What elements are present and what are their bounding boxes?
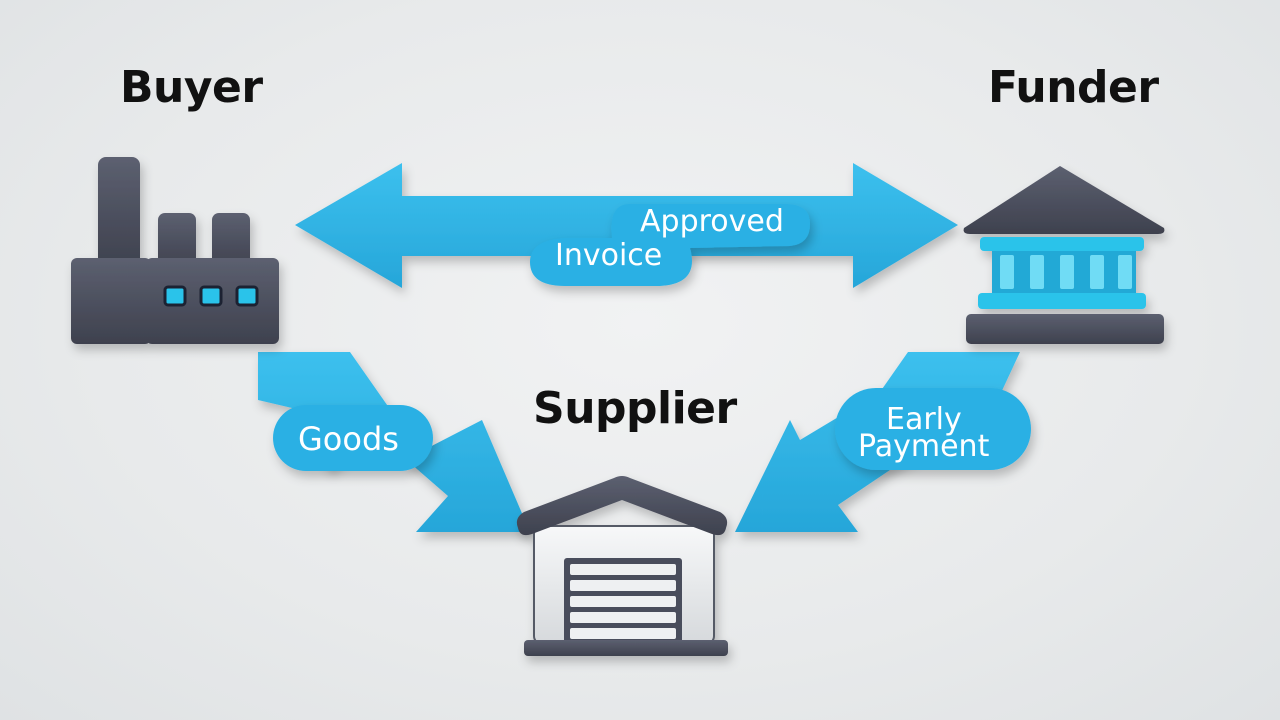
warehouse-icon <box>516 476 728 656</box>
invoice-label-line2: Invoice <box>555 238 663 273</box>
factory-icon <box>71 157 279 344</box>
supplier-label: Supplier <box>533 383 737 434</box>
goods-label: Goods <box>298 420 399 458</box>
invoice-pill <box>530 204 810 286</box>
buyer-label: Buyer <box>120 62 263 113</box>
invoice-label-line1: Approved <box>640 204 784 239</box>
bank-icon <box>963 166 1165 344</box>
payment-pill <box>835 388 1031 470</box>
payment-label-line1: Early <box>886 402 962 437</box>
payment-label-line2: Payment <box>858 429 990 464</box>
goods-pill <box>273 405 433 471</box>
funder-label: Funder <box>988 62 1159 113</box>
